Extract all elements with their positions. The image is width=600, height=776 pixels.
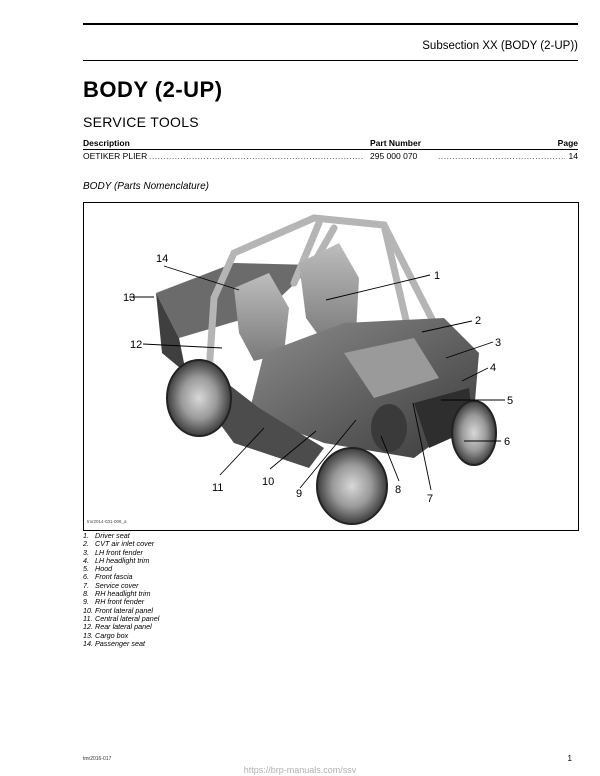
figure-caption: BODY (Parts Nomenclature) [83, 181, 209, 192]
seats-shape [234, 243, 359, 361]
callout-9: 9 [296, 488, 302, 500]
callout-6: 6 [504, 436, 510, 448]
callout-12: 12 [130, 339, 142, 351]
callout-14: 14 [156, 253, 168, 265]
legend-item: 7.Service cover [83, 580, 139, 590]
wheels-shape [166, 359, 497, 525]
legend-item: 11.Central lateral panel [83, 613, 160, 623]
table-header-row: Description Part Number Page [83, 138, 578, 150]
tool-page-link[interactable]: 14 [568, 151, 578, 161]
legend-item: 4.LH headlight trim [83, 555, 150, 565]
callout-7: 7 [427, 493, 433, 505]
callout-10: 10 [262, 476, 274, 488]
footer-doc-code: tmr2016-017 [83, 756, 112, 762]
legend-item: 10.Front lateral panel [83, 605, 153, 615]
legend-item: 6.Front fascia [83, 572, 133, 582]
section-heading: SERVICE TOOLS [83, 114, 199, 130]
callout-8: 8 [395, 484, 401, 496]
header-description: Description [83, 138, 130, 148]
legend-item: 2.CVT air inlet cover [83, 539, 155, 549]
legend-item: 9.RH front fender [83, 597, 145, 607]
body-shape [212, 318, 479, 468]
vehicle-drawing: 1 2 3 4 5 6 7 8 9 10 11 12 13 14 [123, 214, 513, 525]
header-rule-secondary [83, 60, 578, 61]
tool-part-number: 295 000 070 [370, 151, 418, 161]
cargo-box-shape [156, 263, 314, 373]
header-rule [83, 23, 578, 25]
page-title: BODY (2-UP) [83, 77, 223, 102]
callout-leaders [129, 265, 505, 491]
header-part-number: Part Number [370, 138, 422, 148]
footer-page-number: 1 [567, 754, 572, 763]
table-row: OETIKER PLIER ..........................… [83, 151, 578, 162]
service-tools-table: Description Part Number Page OETIKER PLI… [83, 138, 578, 162]
legend-item: 14.Passenger seat [83, 638, 145, 648]
callout-2: 2 [475, 315, 481, 327]
watermark-url: https://brp-manuals.com/ssv [243, 765, 357, 775]
legend-item: 1.Driver seat [83, 531, 130, 540]
callout-1: 1 [434, 270, 440, 282]
legend-item: 12.Rear lateral panel [83, 622, 152, 632]
subsection-header: Subsection XX (BODY (2-UP)) [422, 40, 578, 52]
legend-item: 13.Cargo box [83, 630, 129, 640]
leader-dots: ........................................… [149, 151, 364, 161]
callout-5: 5 [507, 395, 513, 407]
figure-legend: 1.Driver seat 2.CVT air inlet cover 3.LH… [83, 531, 160, 648]
callout-3: 3 [495, 337, 501, 349]
figure-id: tmr2014-031-006_a [87, 519, 127, 524]
legend-item: 5.Hood [83, 564, 113, 574]
legend-item: 8.RH headlight trim [83, 589, 151, 599]
callout-11: 11 [212, 482, 223, 494]
legend-item: 3.LH front fender [83, 547, 143, 557]
tool-description: OETIKER PLIER [83, 151, 148, 161]
header-page: Page [557, 138, 578, 148]
callout-4: 4 [490, 362, 496, 374]
vehicle-illustration: 1 2 3 4 5 6 7 8 9 10 11 12 13 14 [83, 202, 579, 531]
callout-13: 13 [123, 292, 135, 304]
leader-dots: ........................................… [438, 151, 565, 161]
